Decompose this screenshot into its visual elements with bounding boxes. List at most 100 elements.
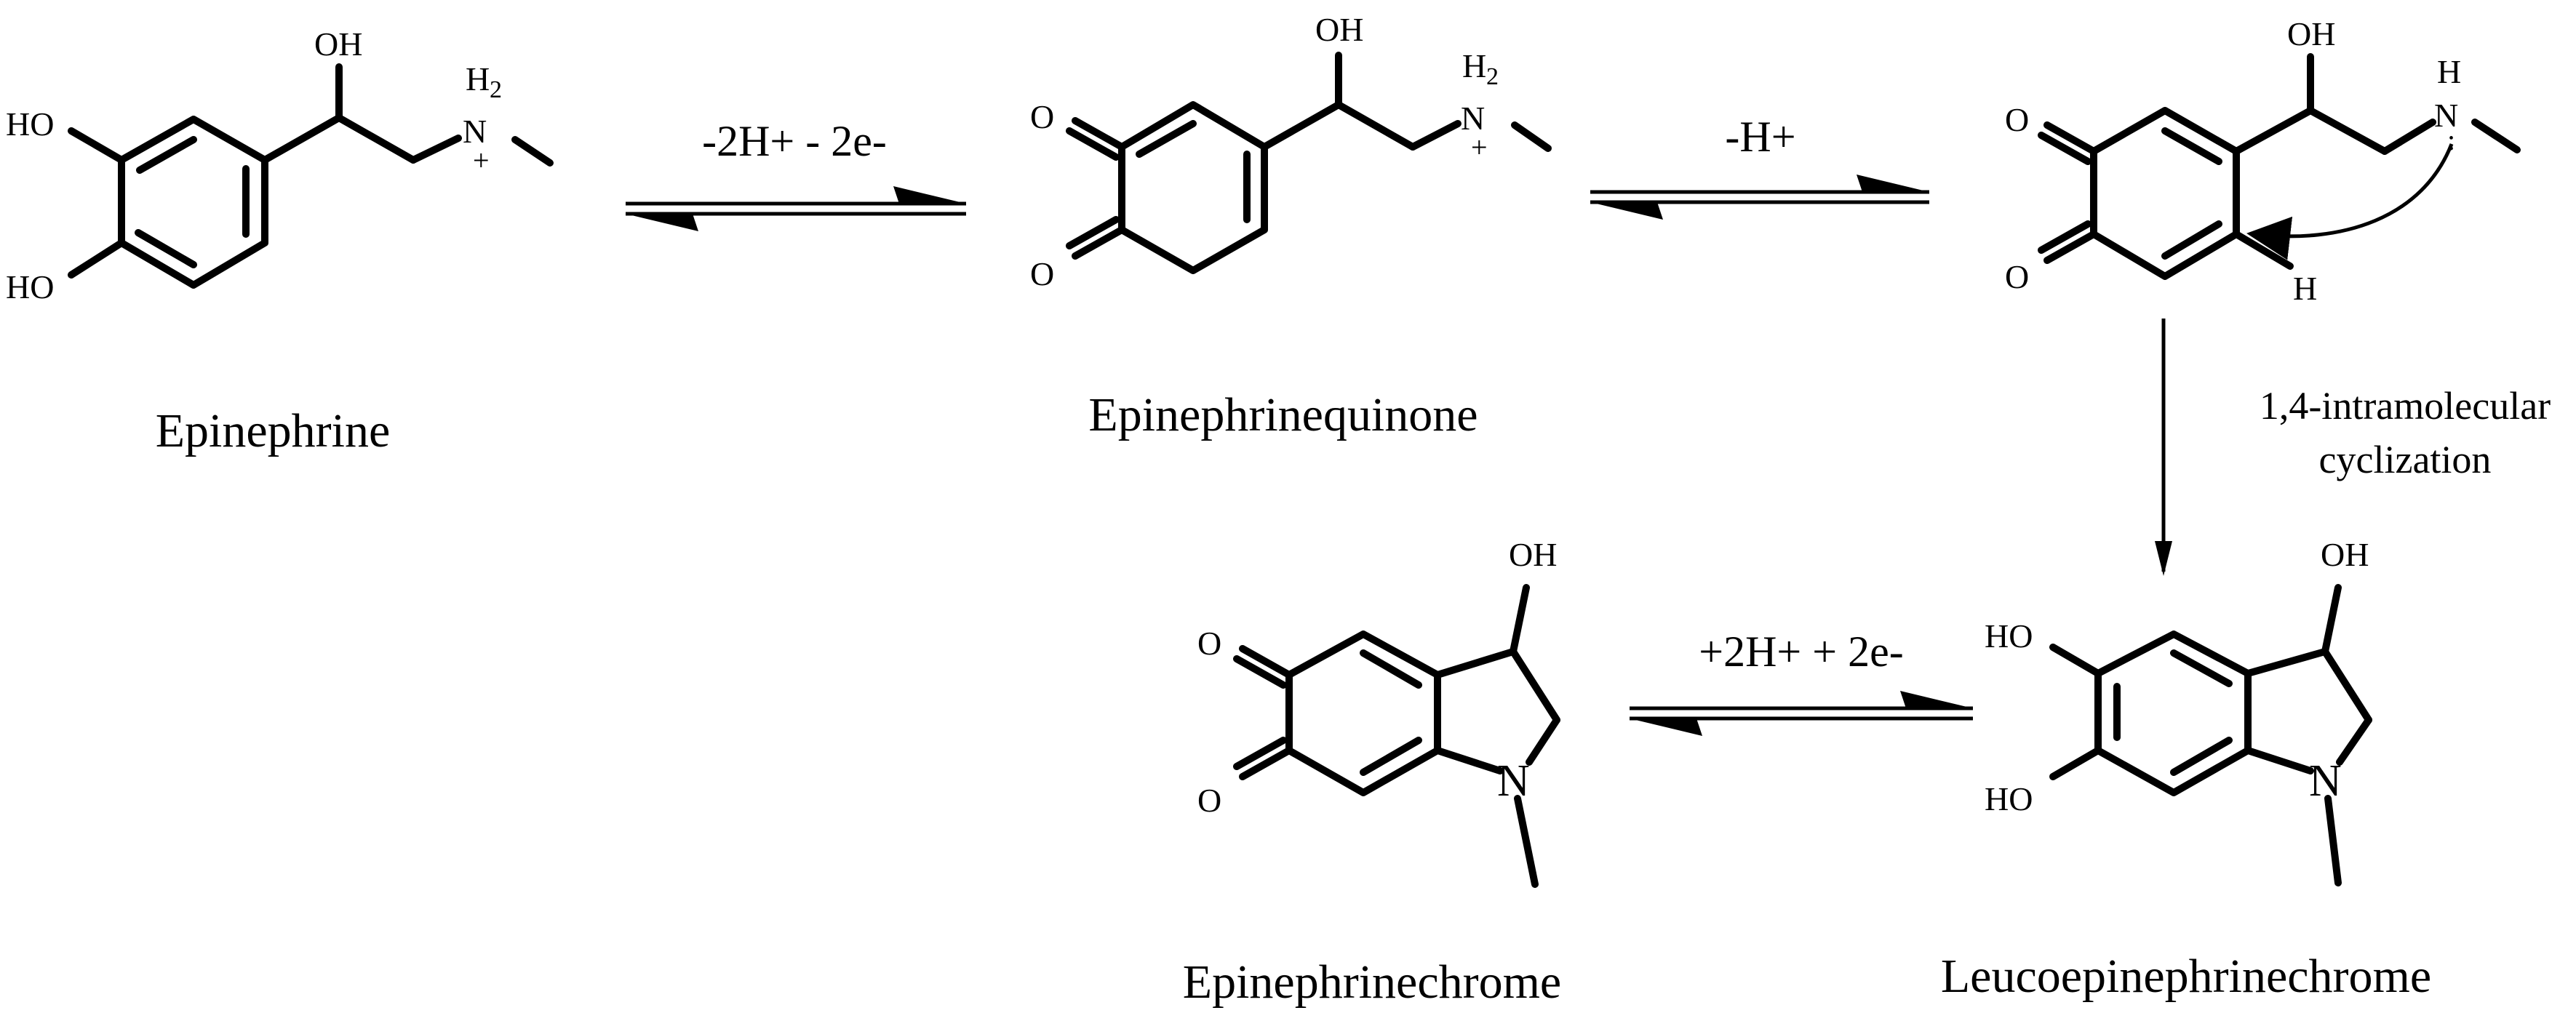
side-chain-bond [1409, 120, 1462, 151]
side-chain-bond [2307, 107, 2388, 155]
atom-ho-bottom: HO [1985, 780, 2033, 817]
atom-o-bottom: O [1030, 255, 1054, 292]
ring-double-bond [2161, 220, 2222, 260]
atom-oh: OH [2287, 15, 2335, 52]
equilibrium-arrow-oxidation: -2H+ - 2e- [626, 117, 966, 231]
oh-bond [2321, 584, 2342, 655]
carbonyl-bond-bottom [1072, 226, 1125, 260]
ho-bond-bottom [2049, 747, 2102, 780]
equilibrium-arrow-reduction: +2H+ + 2e- [1630, 628, 1973, 736]
atom-h2: H [466, 60, 490, 97]
n-methyl-bond [1511, 121, 1552, 152]
atom-n: N [2434, 97, 2458, 134]
ring-double-bond [1360, 649, 1422, 689]
cyclization-arrow: 1,4-intramolecular cyclization [2155, 319, 2551, 576]
forward-arrow-head [1857, 175, 1929, 192]
atom-oh: OH [1315, 11, 1363, 48]
atom-oh: OH [2321, 536, 2369, 573]
lone-pair: : [2447, 124, 2455, 156]
atom-h2-subscript: 2 [490, 76, 502, 103]
five-ring-bond [1434, 747, 1504, 774]
forward-arrow-head [893, 186, 966, 204]
compound-name-epinephrinechrome: Epinephrinechrome [1183, 956, 1561, 1009]
carbonyl-bond-bottom [1066, 216, 1120, 249]
five-ring-bond [2321, 648, 2372, 724]
charge-plus: + [1471, 131, 1488, 164]
carbonyl-bond-top [1239, 645, 1293, 678]
atom-n: N [2309, 756, 2342, 806]
ho-bond-top [68, 127, 125, 164]
side-chain-bond [261, 114, 343, 164]
atom-o-top: O [1030, 98, 1054, 135]
atom-oh: OH [314, 25, 362, 63]
condition-cyclization-line1: 1,4-intramolecular [2260, 384, 2551, 428]
epinephrinequinone-structure: OH O O H 2 N + Epinephrinequinone [1030, 11, 1552, 441]
five-ring-bond [2244, 648, 2329, 677]
condition-cyclization-line2: cyclization [2319, 438, 2492, 481]
side-chain-bond [1261, 101, 1342, 151]
five-ring-bond [2336, 716, 2372, 766]
aromatic-inner-bond [135, 229, 197, 268]
n-methyl-bond [511, 136, 554, 167]
reverse-arrow-head [1590, 202, 1663, 220]
compound-name-epinephrine: Epinephrine [156, 404, 391, 457]
carbonyl-bond-top [1072, 117, 1125, 151]
compound-name-leucoepinephrinechrome: Leucoepinephrinechrome [1941, 950, 2431, 1003]
ring-double-bond [1136, 120, 1197, 158]
atom-ho-top: HO [1985, 617, 2033, 654]
curved-electron-arrow [2246, 143, 2454, 260]
c-h-bond [2233, 231, 2294, 270]
five-ring-bond [1526, 716, 1560, 766]
atom-oh: OH [1509, 536, 1557, 573]
atom-ho-bottom: HO [6, 268, 54, 305]
condition-oxidation: -2H+ - 2e- [702, 117, 887, 165]
condition-reduction: +2H+ + 2e- [1699, 628, 1903, 676]
carbonyl-bond-top [1233, 655, 1287, 689]
ring-double-bond [1360, 737, 1422, 776]
side-chain-bond [2233, 107, 2314, 155]
ring-double-bond [2161, 127, 2222, 165]
charge-plus: + [473, 144, 490, 177]
ho-bond-top [2049, 644, 2102, 677]
reverse-arrow-head [626, 214, 698, 231]
five-ring-bond [1510, 648, 1560, 724]
five-ring-bond [1434, 648, 1517, 678]
atom-o-top: O [1197, 625, 1221, 662]
atom-n: N [1497, 756, 1530, 806]
carbonyl-bond-top [1066, 127, 1120, 161]
aromatic-inner-bond [136, 136, 197, 174]
atom-o-bottom: O [2005, 258, 2029, 295]
n-methyl-bond [2471, 119, 2521, 153]
atom-n: N [1461, 100, 1485, 137]
side-chain-bond [2381, 119, 2436, 155]
epinephrinechrome-structure: OH O O N Epinephrinechrome [1183, 536, 1561, 1009]
equilibrium-arrow-deprotonation: -H+ [1590, 113, 1929, 220]
carbonyl-bond-top [2038, 132, 2091, 165]
side-chain-bond [410, 135, 462, 164]
atom-h-ring: H [2293, 270, 2317, 307]
carbonyl-bond-bottom [2043, 231, 2097, 264]
carbonyl-bond-bottom [1233, 737, 1287, 770]
carbonyl-bond-top [2043, 121, 2097, 155]
forward-arrow-head [1900, 691, 1973, 708]
atom-o-bottom: O [1197, 782, 1221, 819]
compound-name-epinephrinequinone: Epinephrinequinone [1088, 388, 1478, 441]
n-methyl-bond [2324, 795, 2342, 886]
aromatic-inner-bond [2170, 737, 2233, 776]
atom-n: N [463, 113, 487, 150]
epinephrine-structure: OH HO HO H 2 N + Epinephrine [6, 25, 554, 457]
n-methyl-bond [1514, 795, 1539, 888]
deprotonated-quinone-structure: OH O O H H N : [2005, 15, 2521, 307]
atom-h2: H [1462, 47, 1486, 84]
reverse-arrow-head [1630, 718, 1702, 736]
side-chain-bond [1335, 101, 1416, 151]
side-chain-bond [335, 114, 417, 164]
condition-deprotonation: -H+ [1725, 113, 1795, 161]
leucoepinephrinechrome-structure: OH HO HO N Leucoepinephrinechrome [1941, 536, 2431, 1003]
aromatic-inner-bond [2170, 649, 2233, 687]
ring-bonds [1118, 101, 1268, 274]
carbonyl-bond-bottom [1239, 747, 1293, 780]
atom-h2-subscript: 2 [1486, 63, 1499, 90]
carbonyl-bond-bottom [2038, 220, 2091, 254]
